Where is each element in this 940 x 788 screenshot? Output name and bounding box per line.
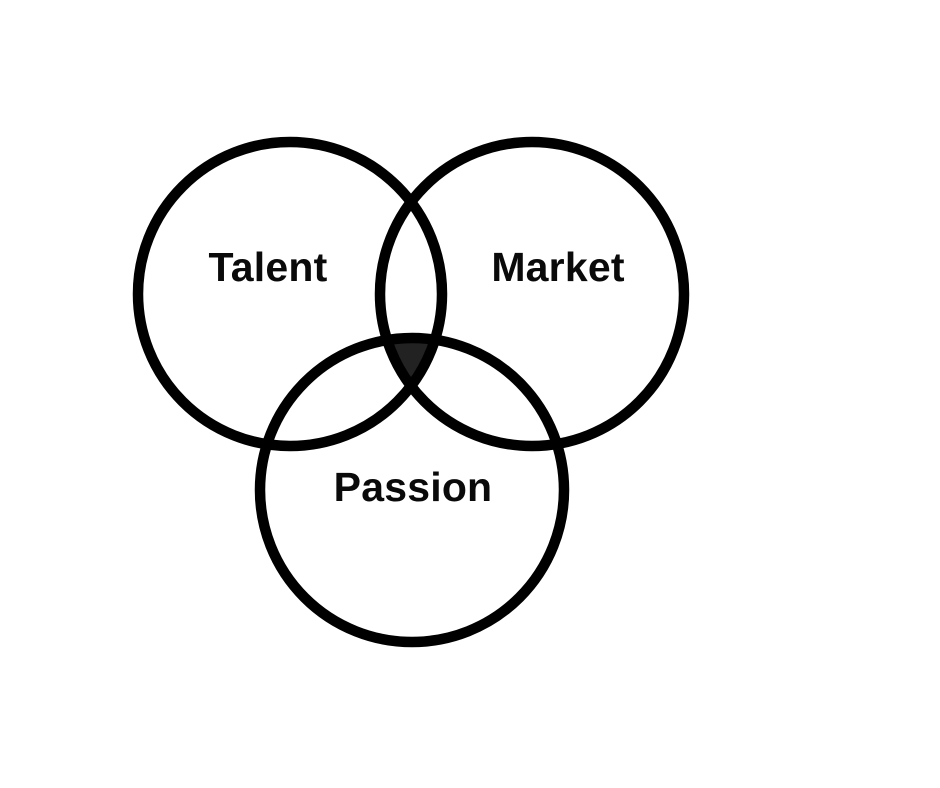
- venn-label-market: Market: [491, 244, 625, 290]
- venn-circle-talent[interactable]: [132, 136, 448, 452]
- venn-circle-passion[interactable]: [254, 332, 570, 648]
- venn-label-talent: Talent: [209, 244, 328, 290]
- venn-label-passion: Passion: [334, 464, 493, 510]
- venn-circle-market[interactable]: [374, 136, 690, 452]
